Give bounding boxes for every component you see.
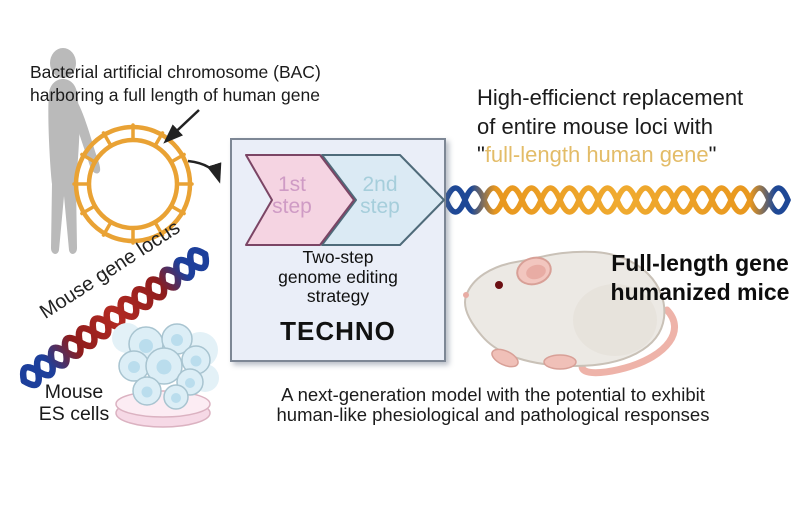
step1-label: 1st step (256, 174, 328, 218)
replacement-headline-line3: "full-length human gene" (477, 141, 743, 170)
step1-line2: step (272, 195, 312, 218)
quote-open: " (477, 142, 485, 167)
full-length-human-gene-highlight: full-length human gene (484, 142, 709, 167)
es-cells-icon (112, 323, 219, 410)
step2-line1: 2nd (362, 173, 398, 196)
humanized-mice-line1: Full-length gene (611, 250, 789, 276)
replacement-headline-line2: of entire mouse loci with (477, 113, 713, 139)
curved-arrow-icon (187, 159, 222, 184)
step-chevrons (245, 154, 445, 246)
step2-label: 2nd step (344, 174, 416, 218)
bac-plasmid-icon (72, 123, 194, 245)
bac-caption-line1: Bacterial artificial chromosome (BAC) (30, 62, 321, 82)
bac-caption: Bacterial artificial chromosome (BAC) ha… (30, 61, 321, 107)
human-silhouette-icon (48, 48, 101, 254)
human-gene-dna-helix-icon (443, 185, 791, 215)
mouse-es-cells-line2: ES cells (38, 403, 110, 425)
strategy-label: Two-step genome editing strategy (278, 247, 398, 306)
step1-chevron-icon (245, 154, 355, 246)
pointer-arrow-icon (163, 109, 200, 144)
step1-line1: 1st (277, 173, 306, 196)
step2-chevron-icon (321, 154, 445, 246)
techno-label: TECHNO (280, 316, 396, 346)
strategy-box: 1st step 2nd step Two-step genome editin… (230, 138, 446, 362)
bac-caption-line2: harboring a full length of human gene (30, 85, 320, 105)
mouse-icon (463, 250, 679, 377)
humanized-mice-line2: humanized mice (610, 279, 790, 305)
bottom-note-line1: A next-generation model with the potenti… (281, 384, 705, 405)
mouse-es-cells-line1: Mouse (44, 381, 104, 403)
bottom-note: A next-generation model with the potenti… (233, 385, 753, 425)
quote-close: " (708, 142, 717, 167)
bottom-note-line2: human-like phesiological and pathologica… (276, 404, 710, 425)
step2-line2: step (360, 195, 400, 218)
humanized-mice-label: Full-length gene humanized mice (596, 249, 800, 307)
mouse-es-cells-label: Mouse ES cells (8, 381, 140, 425)
replacement-headline: High-efficienct replacement of entire mo… (477, 84, 743, 170)
replacement-headline-line1: High-efficienct replacement (477, 85, 744, 110)
